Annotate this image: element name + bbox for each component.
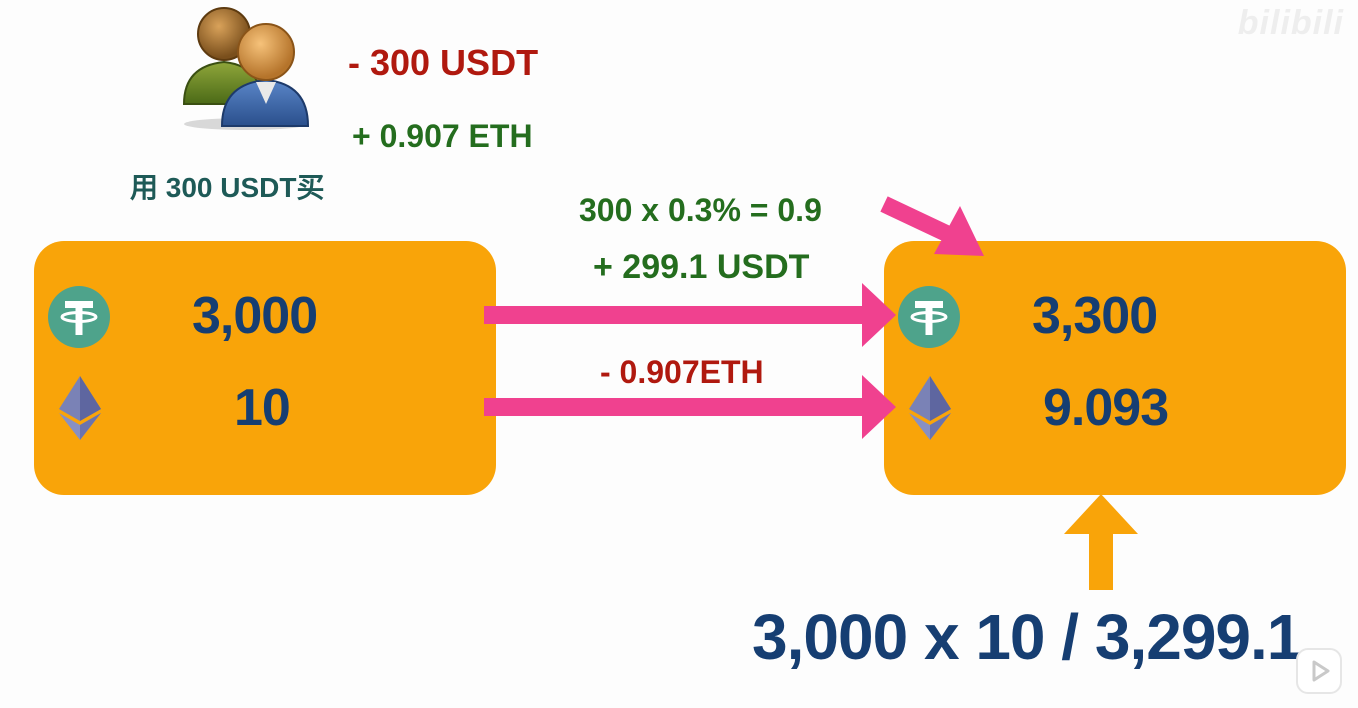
usdt-flow-arrow bbox=[484, 283, 896, 347]
tether-icon bbox=[48, 286, 110, 348]
user-group-icon bbox=[182, 7, 310, 130]
play-icon bbox=[1312, 660, 1330, 682]
eth-flow-arrow bbox=[484, 375, 896, 439]
bilibili-watermark: bilibili bbox=[1237, 4, 1344, 42]
ethereum-icon bbox=[909, 376, 951, 440]
pool-after-eth: 9.093 bbox=[1043, 379, 1169, 437]
usdt-in-label: + 299.1 USDT bbox=[593, 248, 810, 286]
pool-after-usdt: 3,300 bbox=[1032, 287, 1158, 345]
ethereum-icon bbox=[59, 376, 101, 440]
eth-out-label: - 0.907ETH bbox=[600, 354, 764, 390]
tether-icon bbox=[898, 286, 960, 348]
fee-arrow bbox=[880, 196, 984, 256]
pool-after bbox=[884, 241, 1346, 495]
action-label: 用 300 USDT买 bbox=[130, 172, 325, 203]
calculation-formula: 3,000 x 10 / 3,299.1 bbox=[752, 601, 1302, 673]
eth-change-label: + 0.907 ETH bbox=[352, 118, 533, 154]
pool-before-usdt: 3,000 bbox=[192, 287, 318, 345]
calculation-up-arrow bbox=[1064, 494, 1138, 590]
usdt-change-label: - 300 USDT bbox=[348, 42, 539, 83]
pool-before bbox=[34, 241, 496, 495]
fee-formula: 300 x 0.3% = 0.9 bbox=[579, 192, 822, 228]
play-button[interactable] bbox=[1296, 648, 1342, 694]
pool-before-eth: 10 bbox=[234, 379, 291, 437]
